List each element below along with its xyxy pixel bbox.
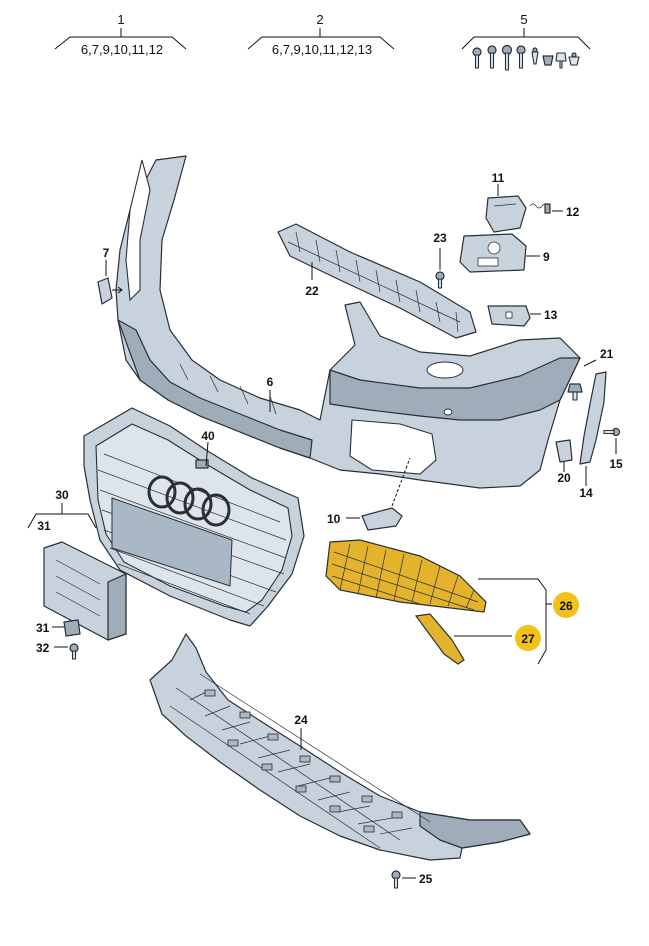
part-32-screw-icon (69, 643, 79, 660)
callout-25: 25 (419, 872, 433, 886)
callout-31: 31 (36, 621, 50, 635)
part-11-cover-icon (485, 195, 527, 233)
part-20-clip-icon (555, 439, 573, 463)
group-1-refs: 6,7,9,10,11,12 (81, 42, 163, 57)
part-26-fog-grille (325, 539, 487, 613)
fastener-set-icon (472, 44, 580, 71)
part-10-washer-cap-icon (361, 507, 403, 531)
rings-logo-icon (147, 475, 231, 527)
callout-7: 7 (103, 246, 110, 260)
callout-26: 26 (559, 599, 573, 613)
group-2: 2 6,7,9,10,11,12,13 (247, 12, 395, 57)
part-27-fog-trim (414, 613, 465, 665)
part-21-clip-icon (567, 383, 583, 401)
part-grille (83, 407, 305, 627)
part-14-side-bracket (579, 371, 607, 465)
callout-22: 22 (305, 284, 319, 298)
callout-23: 23 (433, 231, 447, 245)
badge-26: 26 (553, 592, 579, 618)
group-5: 5 (461, 12, 591, 71)
callout-32: 32 (36, 641, 50, 655)
part-23-screw-icon (435, 271, 445, 289)
callout-6: 6 (267, 375, 274, 389)
callout-13: 13 (544, 308, 558, 322)
part-25-screw-icon (391, 870, 401, 889)
callout-12: 12 (566, 205, 580, 219)
callout-11: 11 (492, 171, 505, 185)
part-bracket-22 (277, 223, 477, 339)
part-undertray (149, 633, 531, 861)
part-13-clip-icon (487, 305, 531, 327)
callout-30: 30 (55, 488, 69, 502)
callout-21: 21 (600, 347, 614, 361)
callout-27: 27 (521, 632, 535, 646)
callout-14: 14 (579, 486, 593, 500)
part-15-screw-icon (603, 427, 621, 437)
callout-40: 40 (201, 429, 215, 443)
group-1-number: 1 (117, 12, 124, 27)
part-plate-bracket (43, 541, 127, 641)
badge-27: 27 (515, 625, 541, 651)
part-7-cap-icon (97, 277, 113, 305)
callout-15: 15 (609, 457, 623, 471)
part-31-clip-icon (63, 619, 81, 637)
part-bumper-cover (115, 155, 581, 489)
callout-31-group: 31 (37, 519, 51, 533)
part-9-bracket-icon (459, 233, 527, 273)
callout-9: 9 (543, 250, 550, 264)
callout-10: 10 (327, 512, 341, 526)
group-2-number: 2 (316, 12, 323, 27)
group-5-number: 5 (520, 12, 527, 27)
group-2-refs: 6,7,9,10,11,12,13 (272, 42, 372, 57)
callout-24: 24 (294, 713, 308, 727)
group-30-31: 30 31 (27, 488, 97, 533)
callout-20: 20 (557, 471, 571, 485)
group-1: 1 6,7,9,10,11,12 (54, 12, 187, 57)
part-12-spring-icon (529, 203, 551, 214)
